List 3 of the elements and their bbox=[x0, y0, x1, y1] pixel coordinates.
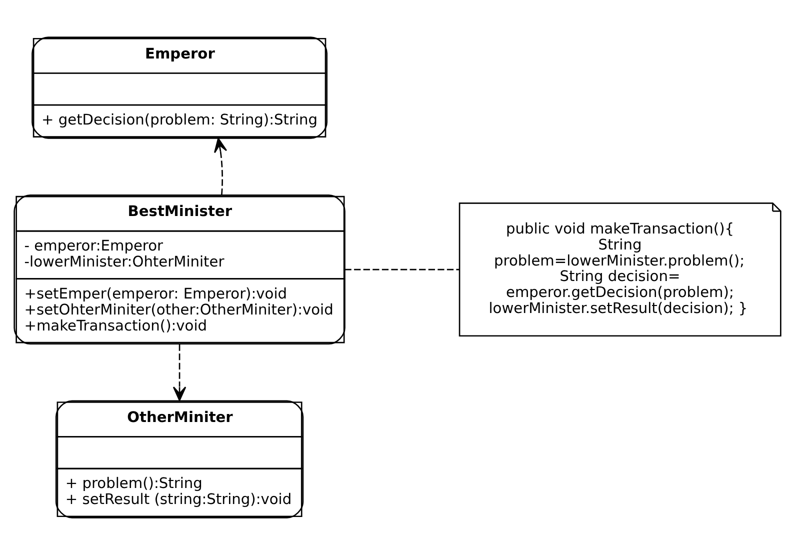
arrow bbox=[214, 137, 227, 195]
connector bbox=[344, 268, 459, 270]
arrow bbox=[172, 344, 186, 401]
